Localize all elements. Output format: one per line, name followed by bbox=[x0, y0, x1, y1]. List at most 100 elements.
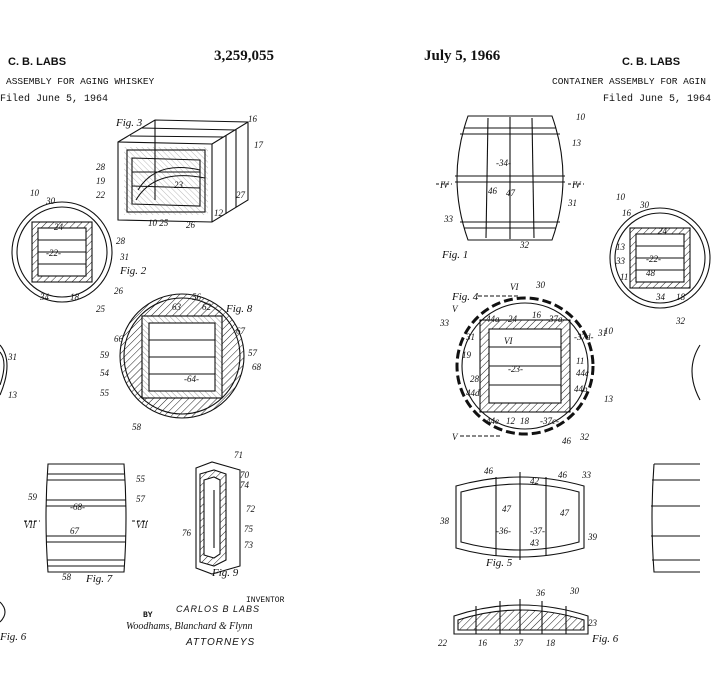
svg-text:30: 30 bbox=[535, 280, 546, 290]
svg-text:VI: VI bbox=[510, 282, 519, 292]
left-inventor-name: C. B. LABS bbox=[8, 56, 67, 68]
svg-text:33: 33 bbox=[439, 318, 450, 328]
fig8-cross-section bbox=[119, 293, 245, 419]
svg-text:34: 34 bbox=[39, 292, 50, 302]
svg-text:-37a-: -37a- bbox=[546, 314, 566, 324]
svg-text:58: 58 bbox=[132, 422, 142, 432]
svg-text:18: 18 bbox=[546, 638, 556, 648]
inventor-signature: CARLOS B LABS bbox=[176, 604, 261, 614]
fig2-right-cross-section bbox=[609, 207, 711, 309]
left-title: ASSEMBLY FOR AGING WHISKEY bbox=[6, 76, 155, 87]
svg-text:24: 24 bbox=[54, 222, 64, 232]
svg-text:17: 17 bbox=[254, 140, 264, 150]
svg-text:10 25: 10 25 bbox=[148, 218, 169, 228]
svg-text:26: 26 bbox=[114, 286, 124, 296]
fig5-barrel-horizontal bbox=[455, 472, 585, 560]
svg-text:66: 66 bbox=[114, 334, 124, 344]
svg-text:54: 54 bbox=[100, 368, 110, 378]
svg-text:23: 23 bbox=[588, 618, 598, 628]
svg-text:23: 23 bbox=[174, 180, 184, 190]
svg-text:46: 46 bbox=[558, 470, 568, 480]
svg-text:-37c-: -37c- bbox=[540, 416, 559, 426]
fig6-right-label: Fig. 6 bbox=[591, 633, 619, 645]
svg-text:57: 57 bbox=[136, 494, 146, 504]
svg-text:56: 56 bbox=[192, 292, 202, 302]
svg-text:44d: 44d bbox=[466, 388, 480, 398]
fig7-label: Fig. 7 bbox=[85, 573, 113, 585]
fig2-label: Fig. 2 bbox=[119, 265, 147, 277]
reference-numerals: 16 17 28 19 22 23 27 12 10 25 26 10 30 2… bbox=[7, 112, 686, 648]
svg-text:37: 37 bbox=[513, 638, 524, 648]
svg-text:44c: 44c bbox=[576, 368, 589, 378]
svg-text:VI: VI bbox=[504, 336, 513, 346]
svg-text:19: 19 bbox=[462, 350, 472, 360]
partial-figure-right-edge bbox=[691, 344, 701, 401]
svg-text:30: 30 bbox=[45, 196, 56, 206]
svg-text:-22-: -22- bbox=[46, 248, 61, 258]
svg-text:18: 18 bbox=[520, 416, 530, 426]
svg-text:33: 33 bbox=[443, 214, 454, 224]
svg-text:73: 73 bbox=[244, 540, 254, 550]
svg-text:13: 13 bbox=[616, 242, 626, 252]
svg-text:-64-: -64- bbox=[184, 374, 199, 384]
svg-text:44b: 44b bbox=[574, 384, 588, 394]
svg-text:26: 26 bbox=[186, 220, 196, 230]
svg-text:44e: 44e bbox=[486, 416, 499, 426]
fig1-barrel-side bbox=[436, 115, 584, 241]
svg-text:12: 12 bbox=[214, 208, 224, 218]
svg-text:58: 58 bbox=[62, 572, 72, 582]
svg-text:25: 25 bbox=[96, 304, 106, 314]
fig7-right-partial bbox=[651, 463, 700, 573]
fig8-label: Fig. 8 bbox=[225, 303, 253, 315]
svg-text:13: 13 bbox=[604, 394, 614, 404]
fig5-label: Fig. 5 bbox=[485, 557, 513, 569]
svg-text:47: 47 bbox=[502, 504, 512, 514]
svg-text:59: 59 bbox=[100, 350, 110, 360]
fig1-label: Fig. 1 bbox=[441, 249, 468, 261]
svg-text:31: 31 bbox=[465, 332, 475, 342]
fig7-barrel-side bbox=[24, 463, 148, 573]
svg-text:16: 16 bbox=[622, 208, 632, 218]
svg-text:22: 22 bbox=[438, 638, 448, 648]
svg-text:24: 24 bbox=[658, 226, 668, 236]
svg-text:-22-: -22- bbox=[646, 254, 661, 264]
svg-text:16: 16 bbox=[478, 638, 488, 648]
by-label: BY bbox=[143, 611, 153, 620]
svg-text:43: 43 bbox=[530, 538, 540, 548]
svg-text:12: 12 bbox=[506, 416, 516, 426]
svg-text:70: 70 bbox=[240, 470, 250, 480]
svg-text:18: 18 bbox=[676, 292, 686, 302]
svg-text:28: 28 bbox=[116, 236, 126, 246]
right-filed-date: Filed June 5, 1964 bbox=[603, 94, 711, 105]
svg-text:75: 75 bbox=[244, 524, 254, 534]
partial-figure-left-edge bbox=[0, 344, 8, 396]
svg-text:-37d-: -37d- bbox=[574, 332, 594, 342]
svg-text:13: 13 bbox=[8, 390, 18, 400]
attorneys-caption: ATTORNEYS bbox=[186, 637, 256, 648]
svg-text:57: 57 bbox=[248, 348, 258, 358]
svg-text:10: 10 bbox=[604, 326, 614, 336]
svg-text:38: 38 bbox=[439, 516, 450, 526]
svg-text:-34-: -34- bbox=[496, 158, 511, 168]
fig6-flat-section bbox=[453, 599, 589, 635]
patent-number: 3,259,055 bbox=[214, 48, 274, 64]
svg-text:32: 32 bbox=[579, 432, 590, 442]
svg-text:31: 31 bbox=[567, 198, 577, 208]
svg-text:32: 32 bbox=[519, 240, 530, 250]
svg-text:11: 11 bbox=[576, 356, 584, 366]
svg-text:30: 30 bbox=[639, 200, 650, 210]
fig3-box-drawing bbox=[117, 119, 249, 223]
svg-text:27: 27 bbox=[236, 190, 246, 200]
svg-text:IV: IV bbox=[571, 180, 582, 190]
svg-text:-23-: -23- bbox=[508, 364, 523, 374]
svg-text:47: 47 bbox=[560, 508, 570, 518]
svg-text:55: 55 bbox=[136, 474, 146, 484]
svg-text:55: 55 bbox=[100, 388, 110, 398]
svg-text:42: 42 bbox=[530, 476, 540, 486]
svg-text:30: 30 bbox=[569, 586, 580, 596]
svg-text:76: 76 bbox=[182, 528, 192, 538]
svg-text:62: 62 bbox=[202, 302, 212, 312]
inventor-caption: INVENTOR bbox=[246, 596, 285, 605]
svg-text:59: 59 bbox=[28, 492, 38, 502]
svg-text:13: 13 bbox=[572, 138, 582, 148]
